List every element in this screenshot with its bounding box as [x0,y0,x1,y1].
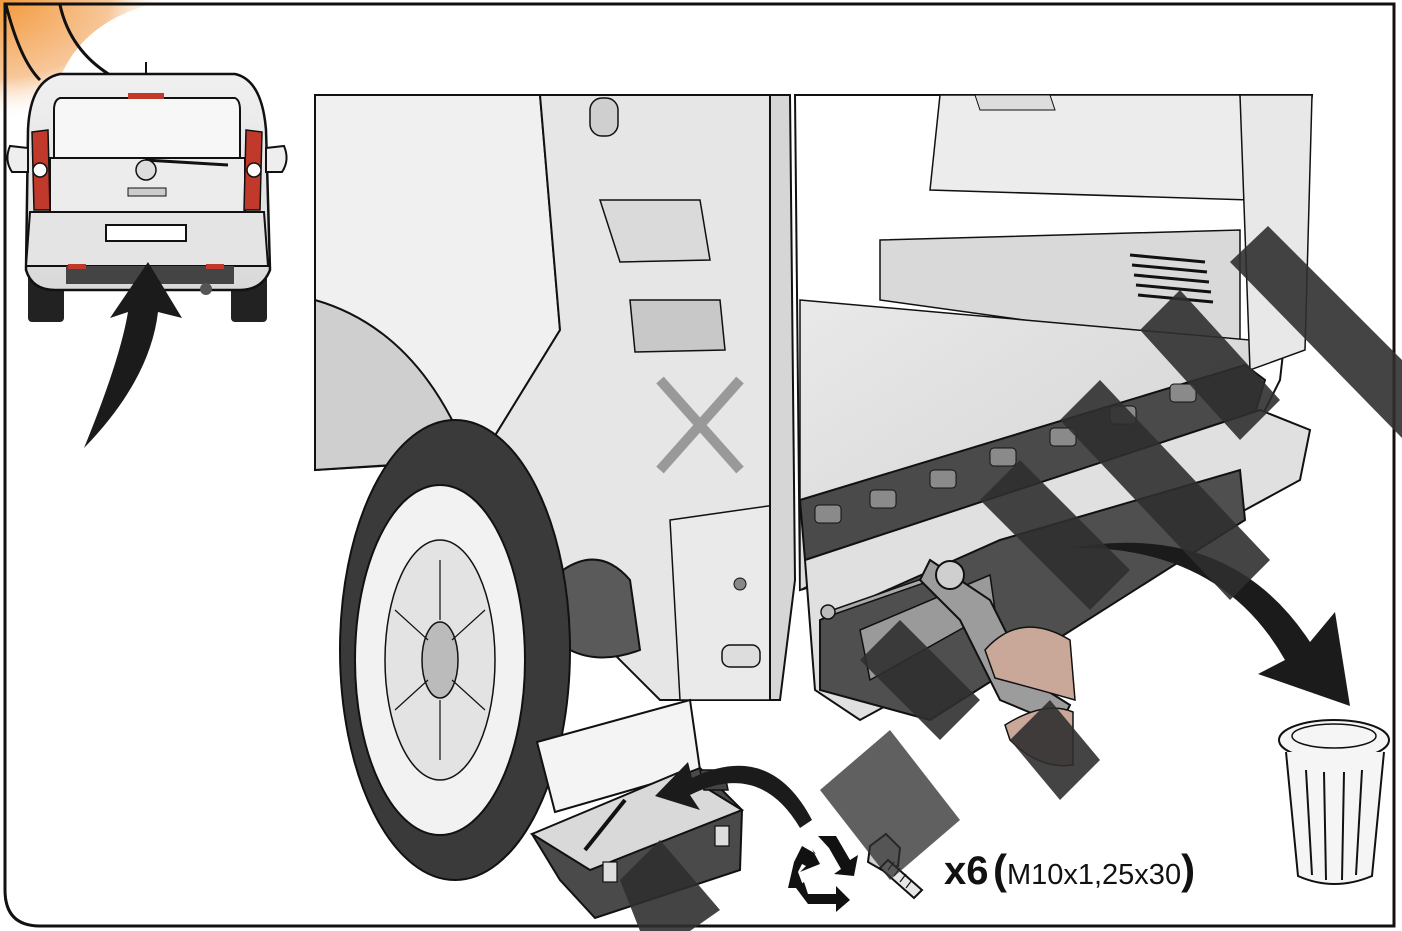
toolbox-arrow [655,762,812,828]
watermark [620,226,1402,931]
close-paren: ) [1181,846,1196,893]
curved-arrow-up [84,262,182,448]
trash-bin-icon [1278,719,1390,885]
vehicle-rear-view [6,62,288,322]
disposal-arrow [1070,542,1350,706]
bolt-spec: M10x1,25x30 [1006,859,1182,891]
bolt-quantity: x6 [944,849,989,893]
open-paren: ( [992,846,1007,893]
recycle-icon [788,836,858,912]
hardware-quantity-label: x6 (M10x1,25x30) [944,846,1195,906]
page-frame [3,2,1396,928]
